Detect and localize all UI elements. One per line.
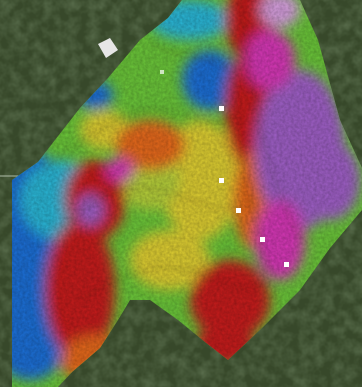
marker-icon[interactable]	[260, 237, 265, 242]
marker-icon[interactable]	[219, 178, 224, 183]
marker-icon[interactable]	[219, 106, 224, 111]
marker-icon[interactable]	[236, 208, 241, 213]
marker-icon[interactable]	[160, 70, 164, 74]
building-icon	[98, 38, 118, 58]
marker-icon[interactable]	[284, 262, 289, 267]
survey-markers	[160, 70, 289, 267]
